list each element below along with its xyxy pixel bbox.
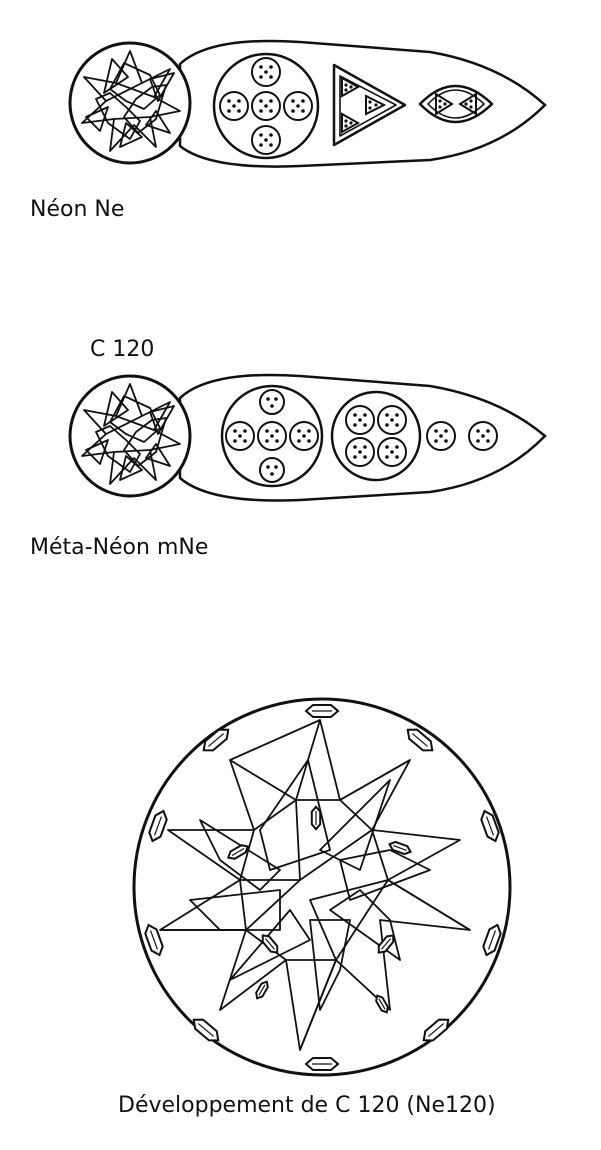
c120-inner-markers xyxy=(225,806,413,1015)
neon-envelope xyxy=(180,41,545,167)
meta-neon-free-circle-2 xyxy=(468,421,498,451)
meta-neon-cross-group xyxy=(222,386,322,486)
neon-diagram xyxy=(70,41,545,167)
development-label: Développement de C 120 (Ne120) xyxy=(118,1093,496,1118)
neon-triangle-group xyxy=(334,65,405,145)
meta-neon-label: Méta-Néon mNe xyxy=(30,535,209,560)
meta-neon-diagram xyxy=(70,375,545,501)
neon-lens-group xyxy=(420,86,492,122)
neon-group-circle xyxy=(214,54,318,158)
meta-neon-envelope xyxy=(180,375,545,501)
neon-label: Néon Ne xyxy=(30,197,125,222)
c120-outer-circle xyxy=(134,699,510,1075)
c120-label: C 120 xyxy=(90,337,155,362)
meta-neon-quad-group xyxy=(332,392,420,480)
c120-rim-markers xyxy=(141,704,505,1071)
meta-neon-free-circle-1 xyxy=(426,421,456,451)
c120-development-diagram xyxy=(134,699,510,1075)
neon-triangle-subgroups xyxy=(342,78,384,132)
c120-folded-star xyxy=(160,720,470,1050)
